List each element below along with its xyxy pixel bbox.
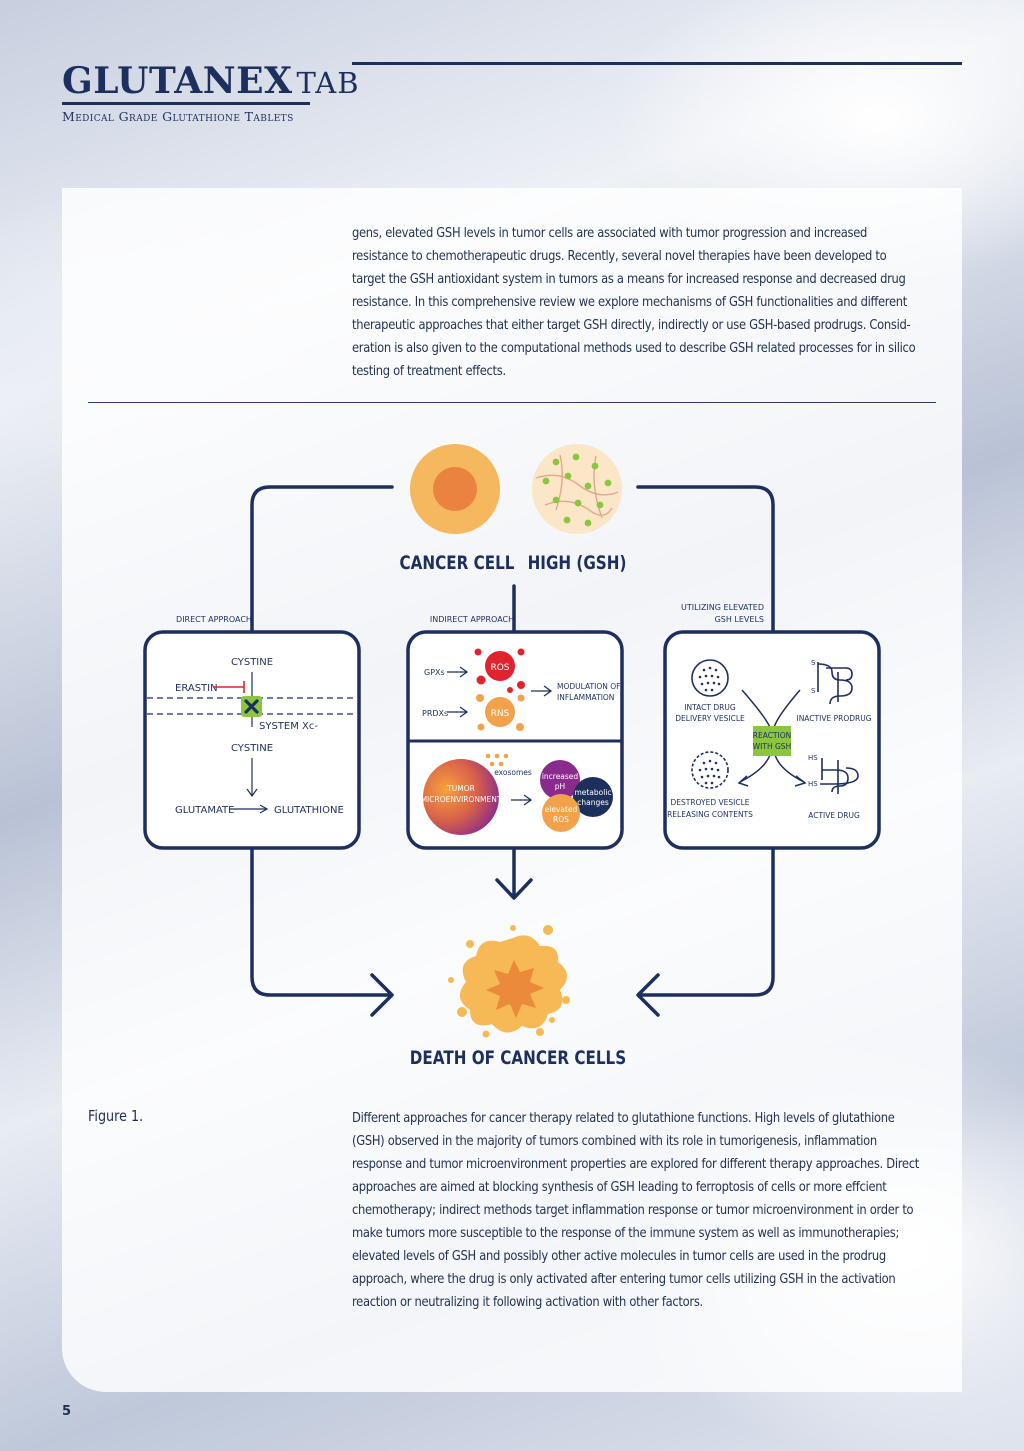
metabolic-label-line1: metabolic	[574, 788, 611, 797]
utilizing-title-line1: UTILIZING ELEVATED	[681, 603, 764, 612]
death-label: DEATH OF CANCER CELLS	[410, 1047, 626, 1069]
figure-label: Figure 1.	[88, 1107, 144, 1125]
active-drug-label: ACTIVE DRUG	[808, 811, 860, 820]
figure-caption: Different approaches for cancer therapy …	[352, 1107, 937, 1314]
utilizing-title-line2: GSH LEVELS	[715, 615, 764, 624]
s-label-bottom: S	[811, 687, 816, 695]
hs-label-top: HS	[808, 754, 818, 762]
glutathione-label: GLUTATHIONE	[274, 805, 344, 816]
destroyed-vesicle-icon	[691, 751, 729, 789]
arrow-right-icon	[447, 666, 469, 678]
rns-label: RNS	[491, 709, 510, 719]
intact-vesicle-label-line2: DELIVERY VESICLE	[675, 714, 745, 723]
arrowhead-right	[636, 973, 660, 1017]
intro-line: target the GSH antioxidant system in tum…	[352, 272, 906, 287]
arrow-right-icon	[531, 685, 553, 697]
arrowhead-left	[370, 973, 394, 1017]
s-label-top: S	[811, 659, 816, 667]
elevated-label-line1: elevated	[545, 805, 578, 814]
intro-line: therapeutic approaches that either targe…	[352, 318, 911, 333]
metabolic-label-line2: changes	[577, 798, 609, 807]
arrow-left-icon	[737, 775, 749, 787]
cystine-bottom-label: CYSTINE	[231, 743, 273, 754]
direct-approach-box: CYSTINE ERASTIN SYSTEM Xc- CYSTINE GLUTA…	[143, 630, 361, 850]
exosomes-label: exosomes	[494, 768, 532, 777]
caption-line: Different approaches for cancer therapy …	[352, 1111, 895, 1126]
intro-line: resistance to chemotherapeutic drugs. Re…	[352, 249, 887, 264]
high-gsh-icon	[532, 444, 622, 534]
arrow-right-icon	[794, 775, 807, 787]
gpxs-label: GPXs	[424, 668, 445, 677]
page-number: 5	[62, 1404, 72, 1419]
tumor-label-line2: MICROENVIRONMENT	[421, 795, 502, 804]
caption-line: chemotherapy; indirect methods target in…	[352, 1203, 914, 1218]
arrow-right-icon	[447, 706, 469, 718]
high-gsh-label: HIGH (GSH)	[528, 552, 627, 574]
destroyed-vesicle-label-line1: DESTROYED VESICLE	[670, 798, 749, 807]
intro-line: testing of treatment effects.	[352, 364, 506, 379]
arrowhead-center	[495, 878, 533, 900]
caption-line: make tumors more susceptible to the resp…	[352, 1226, 900, 1241]
brand-main-text: GLUTANEX	[62, 60, 293, 102]
connector-right-top	[636, 485, 775, 634]
glutamate-label: GLUTAMATE	[175, 805, 234, 816]
hs-label-bottom: HS	[808, 780, 818, 788]
block-x-icon	[244, 699, 259, 714]
inactive-prodrug-label: INACTIVE PRODRUG	[796, 714, 871, 723]
brand-suffix: TAB	[296, 66, 360, 100]
destroyed-vesicle-label-line2: RELEASING CONTENTS	[667, 810, 753, 819]
increased-label-line1: increased	[542, 772, 579, 781]
utilizing-gsh-box: INTACT DRUG DELIVERY VESICLE REACTION WI…	[663, 630, 881, 850]
increased-label-line2: pH	[555, 782, 565, 791]
intact-vesicle-icon	[691, 659, 729, 697]
connector-left-top	[250, 485, 394, 634]
header-rule	[352, 62, 962, 65]
reaction-label-line1: REACTION	[753, 731, 792, 740]
tumor-label-line1: TUMOR	[446, 784, 475, 793]
prdxs-label: PRDXs	[422, 709, 448, 718]
connector-lines	[250, 485, 775, 1017]
figure-diagram: CANCER CELL HIGH (GSH) DIRECT APPROACH I…	[143, 444, 881, 1070]
brand-rule	[62, 102, 310, 105]
arrow-down-icon	[246, 788, 258, 798]
dying-cell-icon	[448, 925, 570, 1038]
intro-paragraph: gens, elevated GSH levels in tumor cells…	[352, 222, 937, 383]
indirect-approach-title: INDIRECT APPROACH	[430, 615, 514, 624]
reaction-label-line2: WITH GSH	[753, 742, 791, 751]
caption-line: reaction or neutralizing it following ac…	[352, 1295, 703, 1310]
reaction-curve-down-left	[739, 754, 771, 783]
arrow-right-icon	[259, 804, 269, 814]
direct-approach-title: DIRECT APPROACH	[176, 615, 252, 624]
erastin-label: ERASTIN	[175, 683, 218, 694]
intro-line: eration is also given to the computation…	[352, 341, 916, 356]
elevated-label-line2: ROS	[553, 815, 569, 824]
connector-left-bottom	[250, 846, 392, 997]
caption-line: response and tumor microenvironment prop…	[352, 1157, 919, 1172]
system-xc-label: SYSTEM Xc-	[259, 721, 318, 732]
caption-line: elevated levels of GSH and possibly othe…	[352, 1249, 886, 1264]
caption-line: approach, where the drug is only activat…	[352, 1272, 896, 1287]
section-divider	[88, 402, 936, 403]
indirect-approach-box: GPXs PRDXs ROS RNS MODULATION OF INFLAMM…	[406, 630, 624, 850]
brand-subtitle: Medical Grade Glutathione Tablets	[62, 109, 294, 124]
active-drug-icon	[820, 758, 859, 794]
cancer-cell-label: CANCER CELL	[400, 552, 515, 574]
caption-line: approaches are aimed at blocking synthes…	[352, 1180, 887, 1195]
caption-line: (GSH) observed in the majority of tumors…	[352, 1134, 877, 1149]
intro-line: resistance. In this comprehensive review…	[352, 295, 907, 310]
arrow-right-icon	[511, 794, 533, 806]
cancer-cell-icon	[410, 444, 500, 534]
intro-line: gens, elevated GSH levels in tumor cells…	[352, 226, 868, 241]
cystine-top-label: CYSTINE	[231, 657, 273, 668]
connector-right-bottom	[638, 846, 775, 997]
ros-label: ROS	[490, 663, 509, 673]
inactive-prodrug-icon	[817, 662, 853, 705]
modulation-label-line1: MODULATION OF	[557, 682, 620, 691]
intact-vesicle-label-line1: INTACT DRUG	[684, 703, 735, 712]
modulation-label-line2: INFLAMMATION	[557, 693, 614, 702]
